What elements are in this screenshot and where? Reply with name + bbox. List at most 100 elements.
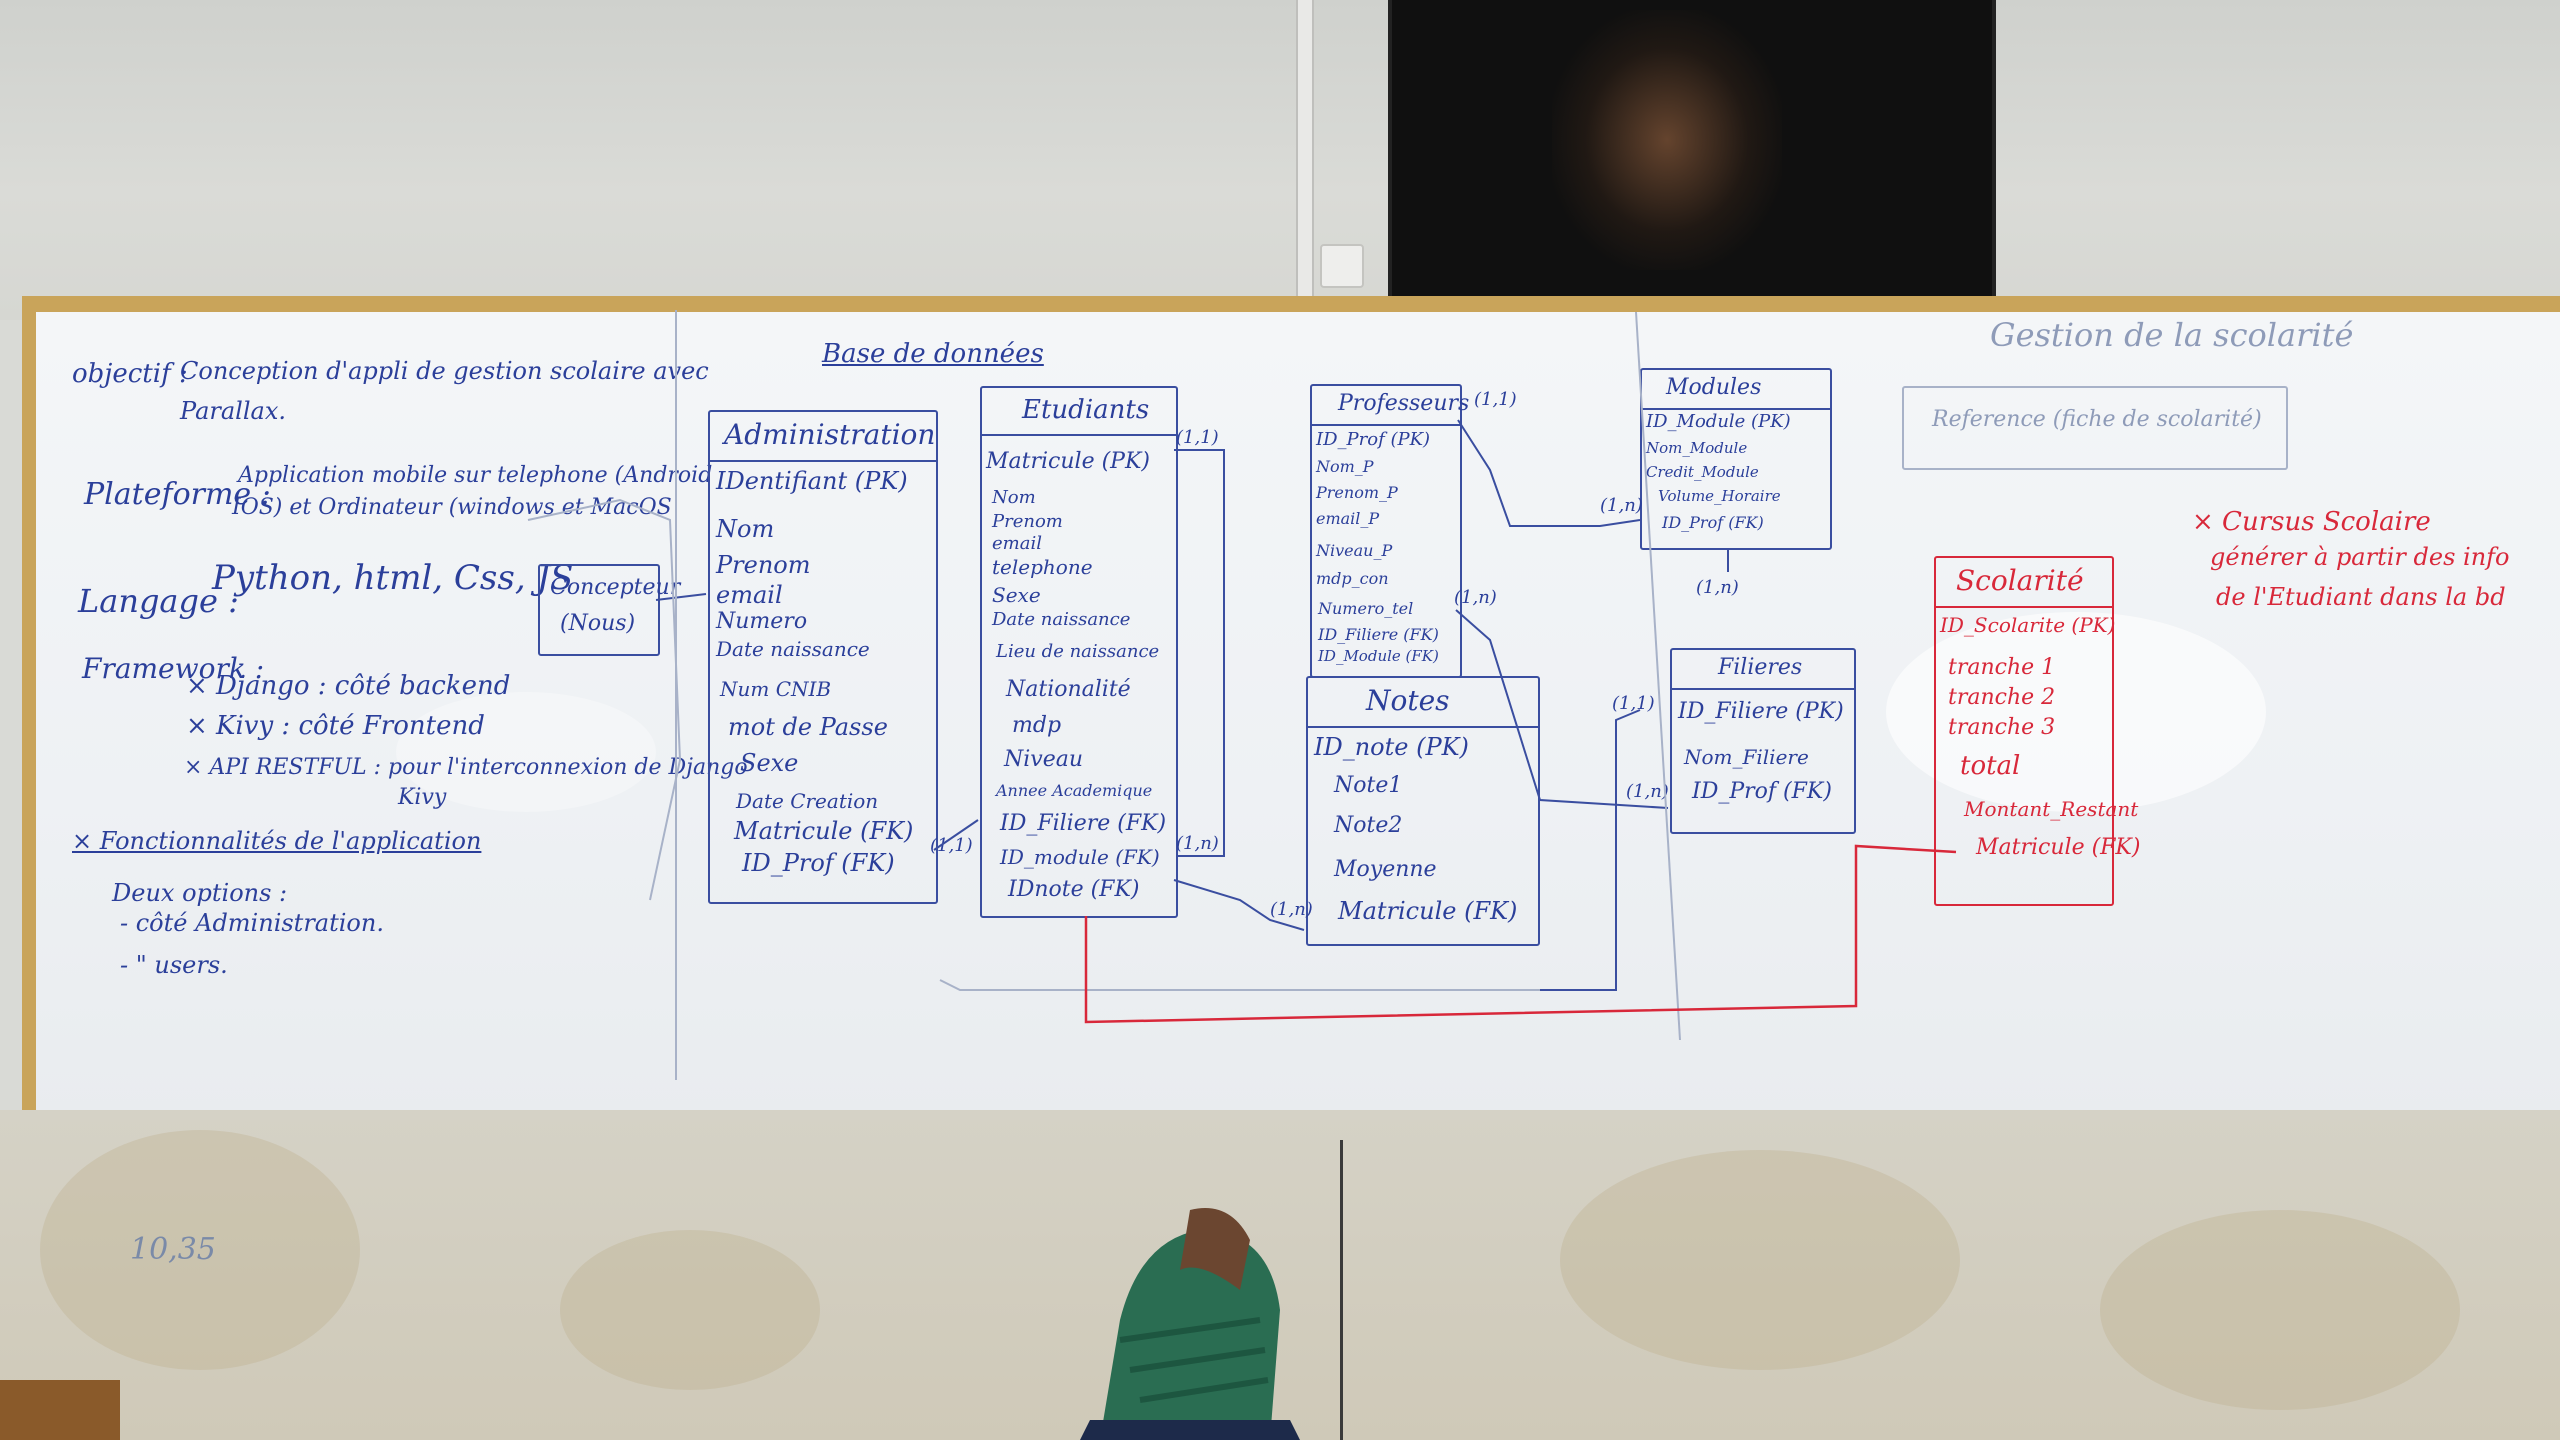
plateforme-text-2: IOS) et Ordinateur (windows et MacOS [232,495,672,520]
table-field: ID_Prof (FK) [1662,513,1764,532]
table-field: Prenom [716,551,811,579]
table-scolarite: Scolarité ID_Scolarite (PK) tranche 1 tr… [1934,556,2140,906]
concepteur-label: Concepteur [550,575,681,600]
wall-stain [560,1230,820,1390]
cardinality: (1,n) [1626,781,1669,802]
option-admin: - côté Administration. [120,909,384,937]
table-field: ID_module (FK) [1000,845,1160,869]
wall-scribble: 10,35 [130,1232,216,1267]
table-field: IDentifiant (PK) [716,467,908,495]
table-title: Scolarité [1956,564,2084,597]
concepteur-sub: (Nous) [560,611,636,636]
table-field: ID_Module (PK) [1646,411,1791,432]
langage-label: Langage : [78,582,239,620]
table-field: Sexe [992,583,1041,607]
table-field: Prenom_P [1316,483,1398,502]
table-field: Date Creation [736,789,879,813]
connector-line [1457,419,1641,527]
framework-django: × Django : côté backend [186,671,511,701]
table-filieres: Filieres ID_Filiere (PK) Nom_Filiere ID_… [1670,648,1856,834]
table-field: Volume_Horaire [1658,487,1781,505]
wooden-plank [0,1380,120,1440]
framework-label: Framework : [82,652,265,685]
table-field: ID_Prof (FK) [1692,779,1832,804]
table-field: Numero [716,609,808,634]
cardinality: (1,1) [1474,389,1517,410]
board-glare [396,692,656,812]
framework-api-2: Kivy [398,785,447,810]
table-field: Lieu de naissance [996,641,1160,662]
database-title: Base de données [822,339,1044,369]
objectif-text-2: Parallax. [180,397,286,425]
table-field: Nationalité [1006,677,1131,702]
table-notes: Notes ID_note (PK) Note1 Note2 Moyenne M… [1306,676,1540,946]
table-field: ID_Filiere (FK) [1318,625,1439,644]
connector-line [1455,609,1669,809]
connector-line [1174,449,1225,857]
table-title: Professeurs [1338,391,1470,416]
table-field: Credit_Module [1646,463,1759,481]
table-field: Prenom [992,511,1063,532]
cardinality: (1,1) [1612,693,1655,714]
cardinality: (1,n) [1176,833,1219,854]
table-field: Nom_Module [1646,439,1748,457]
wall-stain [1560,1150,1960,1370]
langage-text: Python, html, Css, JS [212,558,574,598]
cardinality: (1,n) [1696,577,1739,598]
table-field: Num CNIB [720,677,832,701]
table-field: ID_Scolarite (PK) [1940,613,2116,637]
table-field: mdp [1012,713,1062,738]
table-field: Nom [992,487,1036,508]
cardinality: (1,n) [1454,587,1497,608]
table-field: Nom_Filiere [1684,745,1809,769]
power-cable [1340,1140,1343,1440]
reference-box: Reference (fiche de scolarité) [1902,386,2288,470]
foot-sandal [1080,1208,1300,1440]
table-field: email [992,533,1042,554]
cursus-line-2: générer à partir des info [2210,543,2510,571]
table-field: ID_note (PK) [1314,733,1469,761]
table-etudiants: Etudiants Matricule (PK) Nom Prenom emai… [980,386,1178,918]
reference-text: Reference (fiche de scolarité) [1932,407,2262,432]
table-field: Matricule (PK) [986,449,1150,474]
red-connector [1084,844,1957,1024]
faint-line [939,979,1540,991]
table-field: ID_Prof (FK) [742,849,895,877]
table-field: Date naissance [992,609,1131,630]
table-field: mot de Passe [728,713,888,741]
table-field: total [1960,751,2021,781]
table-field: Matricule (FK) [734,817,914,845]
cardinality: (1,n) [1270,899,1313,920]
table-field: Numero_tel [1318,599,1414,618]
table-field: ID_Module (FK) [1318,647,1439,665]
sandal-tread [1119,1317,1269,1403]
table-field: Note1 [1334,773,1403,798]
table-administration: Administration IDentifiant (PK) Nom Pren… [708,410,938,904]
whiteboard [36,312,2560,1120]
tv-reflection [1552,10,1782,270]
connector-line [1173,879,1305,931]
framework-kivy: × Kivy : côté Frontend [186,711,485,741]
plateforme-label: Plateforme : [84,477,271,512]
concepteur-box: Concepteur (Nous) [538,564,680,656]
option-users: - " users. [120,951,228,979]
fonctionnalites-heading: × Fonctionnalités de l'application [72,827,482,855]
cardinality: (1,1) [1176,427,1219,448]
board-divider [1635,311,1681,1041]
framework-api: × API RESTFUL : pour l'interconnexion de… [184,755,748,780]
table-field: Sexe [740,749,799,777]
cursus-line-1: × Cursus Scolaire [2192,507,2431,537]
board-glare [1886,612,2266,812]
table-field: Moyenne [1334,857,1437,882]
wall-stain [40,1130,360,1370]
table-field: Annee Academique [996,781,1153,800]
toes [1180,1208,1250,1290]
table-field: Niveau_P [1316,541,1393,560]
table-field: Montant_Restant [1964,797,2139,821]
objectif-text: Conception d'appli de gestion scolaire a… [180,357,709,385]
table-field: IDnote (FK) [1008,877,1140,902]
table-field: tranche 2 [1948,685,2056,710]
connector-line [933,819,979,851]
faint-line [527,498,682,901]
